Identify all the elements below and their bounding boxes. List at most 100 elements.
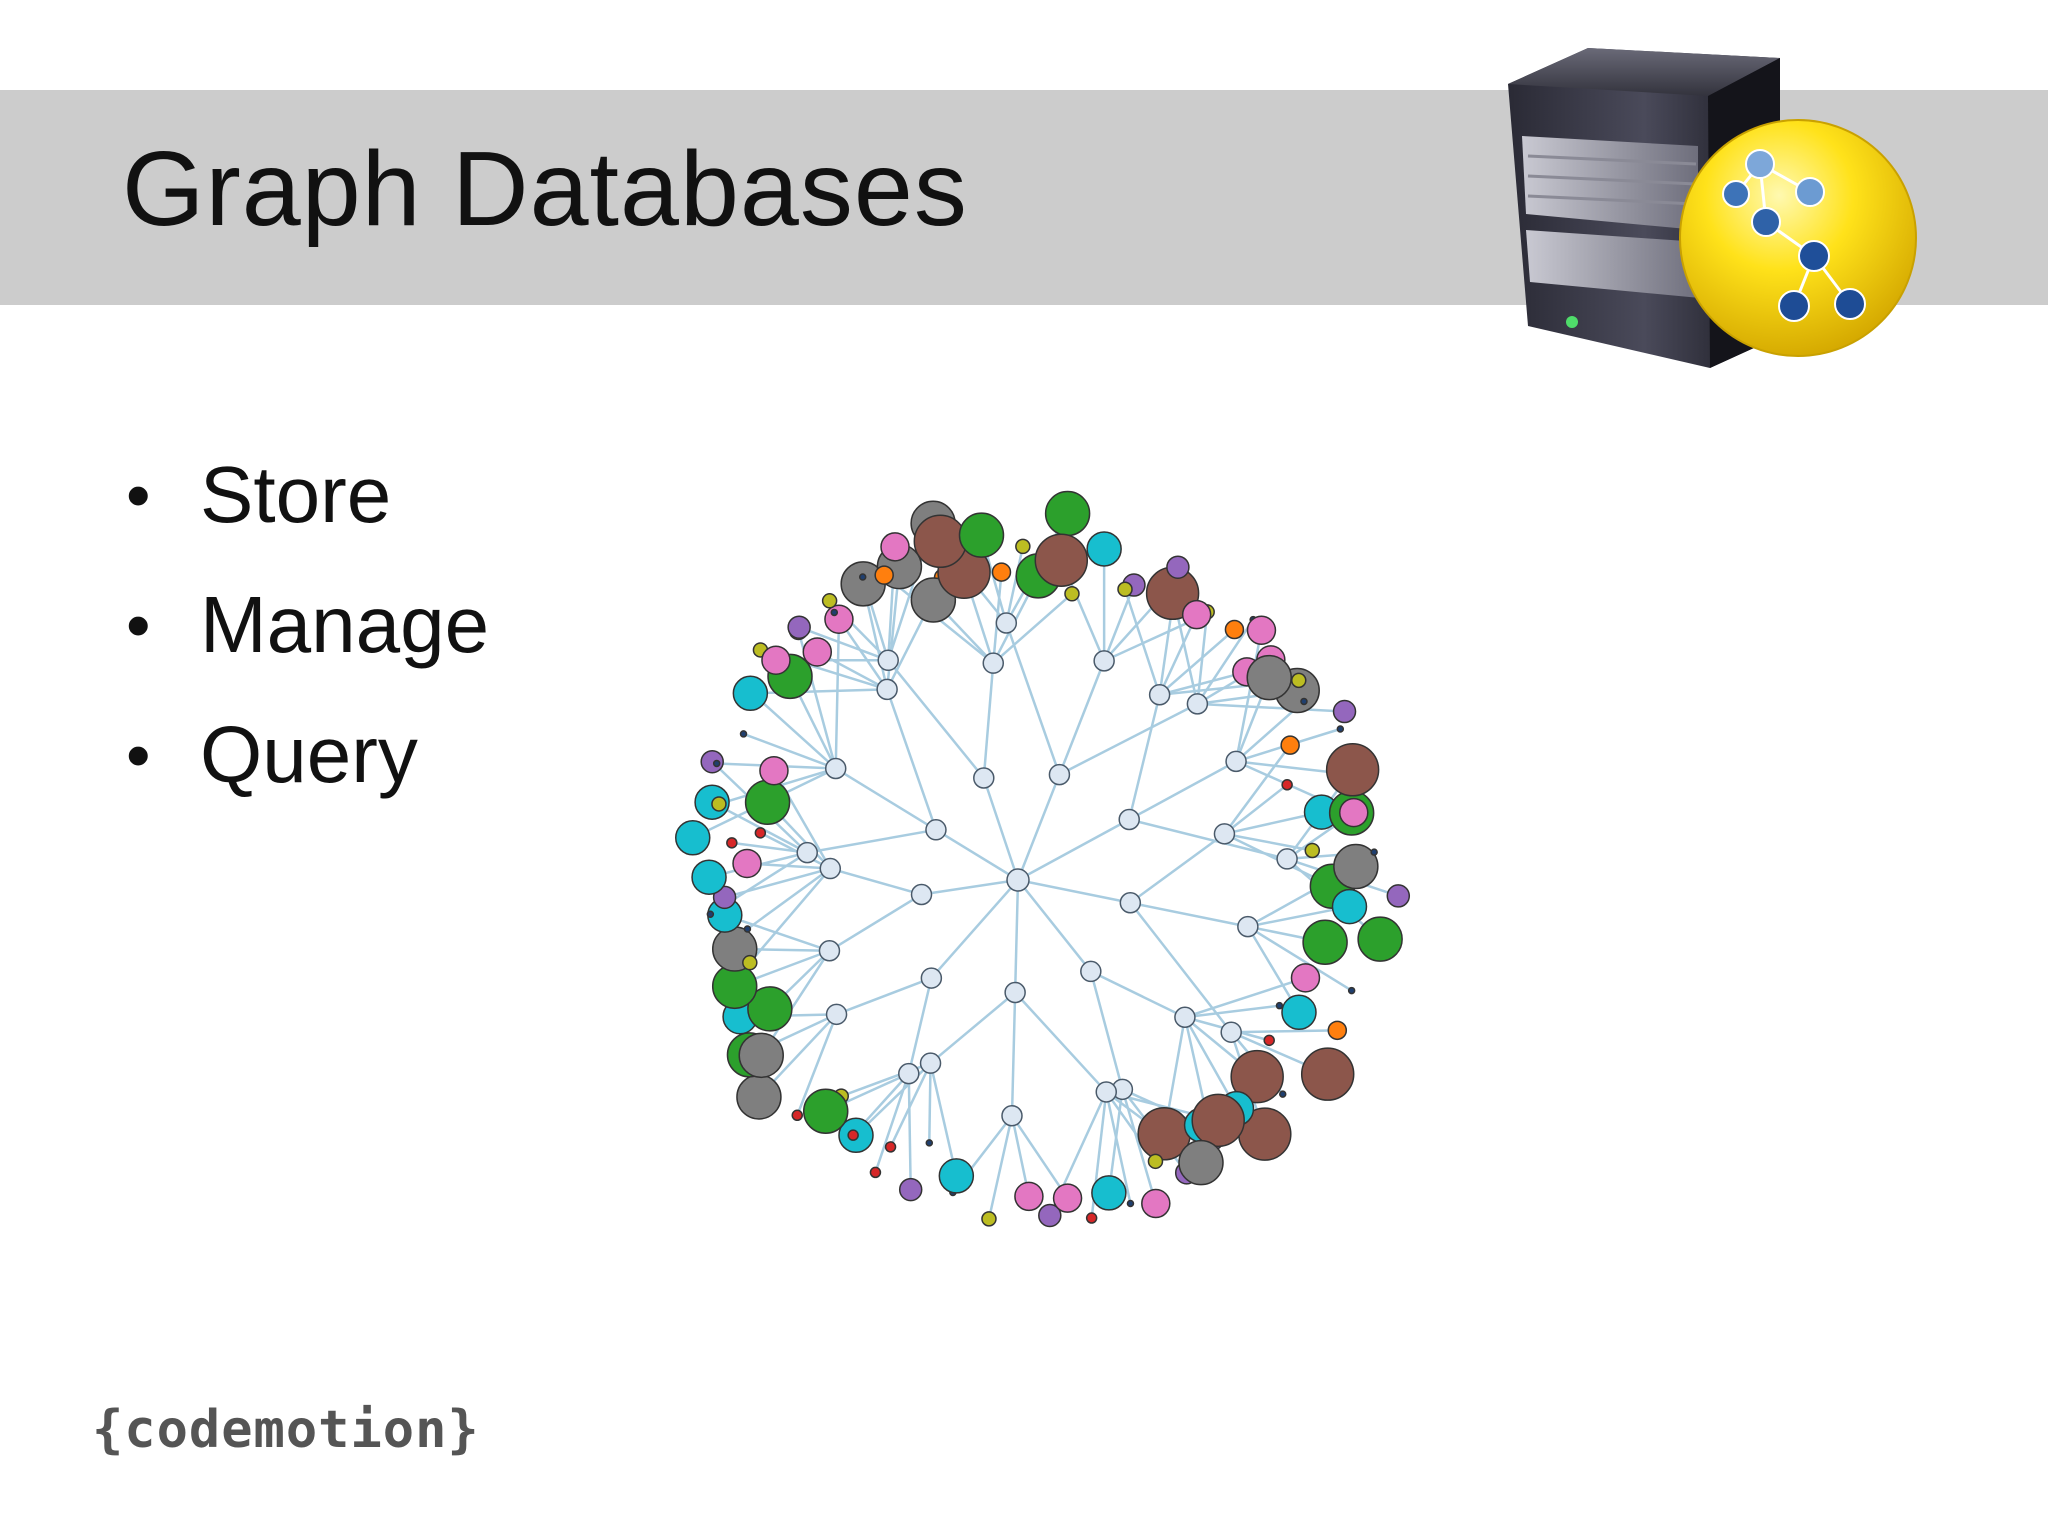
- graph-leaf-node: [691, 859, 727, 895]
- graph-leaf-node: [1275, 1001, 1284, 1010]
- graph-edge: [828, 893, 923, 952]
- graph-edge: [743, 732, 837, 770]
- graph-leaf-node: [1034, 533, 1089, 587]
- graph-leaf-node: [1386, 884, 1411, 908]
- graph-leaf-node: [1230, 1049, 1284, 1104]
- graph-edge: [806, 828, 937, 854]
- graph-leaf-node: [1263, 1034, 1275, 1047]
- graph-leaf-node: [925, 1139, 934, 1147]
- bullet-item-store: •Store: [120, 430, 489, 560]
- graph-leaf-node: [738, 1032, 784, 1079]
- graph-leaf-node: [711, 796, 727, 812]
- graph-leaf-node: [1117, 581, 1133, 598]
- graph-edge: [731, 841, 808, 854]
- graph-leaf-node: [736, 1074, 782, 1120]
- graph-edge: [1129, 832, 1226, 904]
- graph-edge: [1159, 670, 1248, 696]
- graph-edge: [1010, 992, 1017, 1116]
- graph-edge: [1017, 879, 1092, 973]
- graph-hub-node: [819, 857, 842, 880]
- graph-edge: [1017, 878, 1131, 904]
- graph-hub-node: [910, 883, 933, 906]
- graph-hub-node: [1148, 683, 1171, 706]
- graph-leaf-node: [706, 910, 715, 919]
- graph-leaf-node: [1181, 599, 1212, 630]
- graph-hub-node: [1174, 1006, 1196, 1028]
- graph-leaf-node: [1191, 1093, 1245, 1148]
- graph-edge: [1123, 588, 1161, 696]
- graph-hub-node: [1048, 763, 1071, 786]
- graph-hub-node: [1186, 693, 1209, 715]
- graph-leaf-node: [1281, 779, 1293, 791]
- graph-leaf-node: [744, 779, 791, 826]
- graph-leaf-node: [802, 1088, 849, 1135]
- graph-edge: [835, 767, 937, 831]
- graph-edge: [921, 878, 1019, 896]
- graph-edge: [1197, 702, 1345, 713]
- network-graph-illustration: [674, 490, 1411, 1228]
- graph-hub-node: [1093, 650, 1115, 672]
- graph-edge: [874, 1073, 910, 1173]
- graph-leaf-node: [1246, 654, 1292, 701]
- graph-leaf-node: [1085, 1212, 1098, 1224]
- graph-edge: [1128, 694, 1161, 820]
- graph-leaf-node: [712, 759, 721, 768]
- graph-leaf-node: [1278, 1090, 1287, 1098]
- graph-edge: [834, 619, 841, 769]
- graph-edge: [1184, 1004, 1280, 1019]
- graph-leaf-node: [1141, 1188, 1171, 1219]
- graph-edge: [1005, 546, 1025, 624]
- graph-leaf-node: [754, 827, 767, 839]
- graph-edge: [930, 879, 1019, 979]
- graph-edge: [928, 1063, 932, 1143]
- graph-leaf-node: [726, 837, 738, 849]
- graph-hub-node: [877, 649, 899, 672]
- graph-hub-node: [1004, 981, 1026, 1004]
- graph-hub-node: [1237, 915, 1259, 938]
- graph-edge: [1223, 744, 1292, 835]
- graph-leaf-node: [874, 565, 894, 585]
- graph-edge: [887, 659, 985, 779]
- graph-hub-node: [1118, 808, 1140, 831]
- graph-leaf-node: [1038, 1203, 1062, 1228]
- graph-leaf-node: [759, 755, 789, 786]
- graph-edge: [750, 688, 888, 695]
- bullet-dot: •: [126, 586, 151, 664]
- graph-leaf-node: [1281, 994, 1317, 1031]
- graph-edge: [1247, 925, 1353, 992]
- graph-edge: [1016, 774, 1061, 881]
- bullet-text: Manage: [200, 580, 490, 669]
- graph-leaf-node: [1357, 916, 1403, 962]
- graph-leaf-node: [1280, 735, 1300, 755]
- graph-leaf-node: [981, 1211, 997, 1227]
- graph-leaf-node: [802, 637, 833, 667]
- graph-leaf-node: [787, 615, 811, 639]
- graph-hub-node: [1220, 1021, 1242, 1043]
- graph-leaf-node: [743, 925, 752, 933]
- graph-edge: [1158, 628, 1236, 696]
- graph-hub-node: [995, 612, 1018, 634]
- graph-leaf-node: [1246, 615, 1277, 646]
- graph-hub-node: [876, 678, 898, 701]
- graph-leaf-node: [1290, 963, 1321, 993]
- graph-edge: [1235, 760, 1342, 775]
- graph-edge: [829, 867, 922, 896]
- graph-edge: [885, 688, 938, 831]
- graph-leaf-node: [1332, 699, 1357, 724]
- graph-leaf-node: [938, 1158, 975, 1194]
- graph-hub-node: [920, 967, 943, 989]
- graph-database-server-icon: [1508, 48, 1917, 368]
- graph-leaf-node: [700, 749, 724, 774]
- graph-edge: [1013, 879, 1020, 993]
- graph-edge: [1184, 976, 1306, 1019]
- graph-edge: [1017, 818, 1130, 882]
- graph-hub-node: [1080, 960, 1102, 983]
- graph-hub-node: [1119, 892, 1142, 914]
- graph-leaf-node: [1339, 797, 1369, 828]
- graph-hub-node: [919, 1052, 942, 1074]
- graph-leaf-node: [1091, 1175, 1127, 1211]
- graph-leaf-node: [732, 848, 762, 879]
- graph-leaf-node: [1304, 842, 1321, 859]
- graph-edge: [1014, 991, 1108, 1093]
